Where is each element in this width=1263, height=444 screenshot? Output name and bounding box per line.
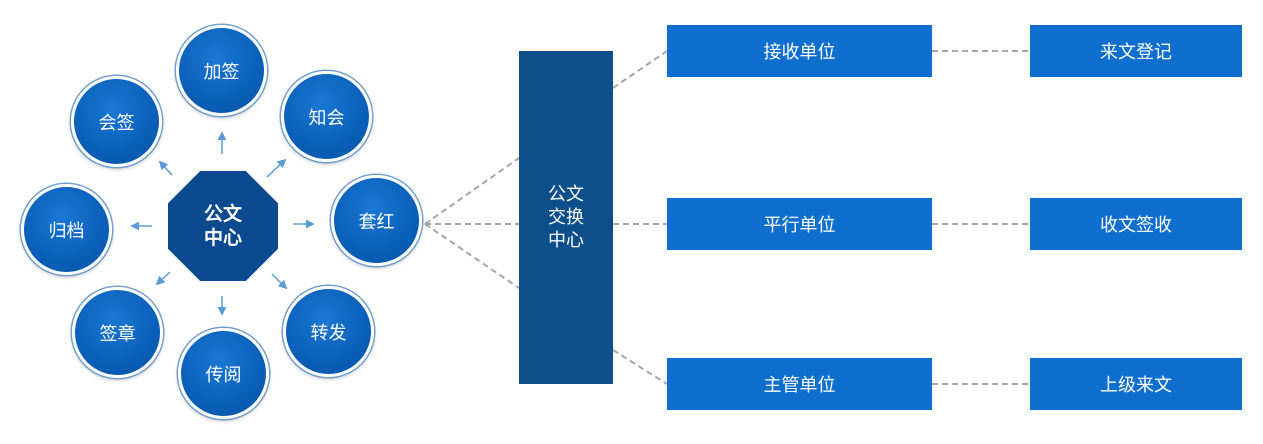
unit-label: 平行单位 bbox=[763, 215, 836, 236]
node-label: 签章 bbox=[99, 323, 136, 345]
node-label: 知会 bbox=[308, 107, 345, 129]
arrow-to-qianzhang bbox=[155, 271, 171, 286]
result-label: 上级来文 bbox=[1100, 375, 1172, 396]
node-chuanyue: 传阅 bbox=[178, 328, 269, 419]
result-label: 收文签收 bbox=[1100, 215, 1172, 236]
result-receive: 来文登记 bbox=[1030, 25, 1242, 77]
node-zhuanfa: 转发 bbox=[283, 286, 374, 377]
node-jiaqian: 加签 bbox=[176, 25, 267, 116]
dash-taohong-upper bbox=[424, 157, 520, 225]
node-label: 会签 bbox=[98, 112, 135, 134]
node-guidang: 归档 bbox=[21, 184, 112, 275]
arrow-to-zhihui bbox=[266, 158, 287, 178]
unit-receive: 接收单位 bbox=[667, 25, 932, 77]
result-parallel: 收文签收 bbox=[1030, 198, 1242, 250]
unit-parallel: 平行单位 bbox=[667, 198, 932, 250]
center-node: 公文中心 bbox=[165, 168, 281, 284]
node-zhihui: 知会 bbox=[281, 71, 372, 162]
center-label: 公文中心 bbox=[203, 203, 242, 249]
exchange-center: 公文交换中心 bbox=[519, 51, 613, 384]
dash-exchange-receive bbox=[612, 50, 668, 89]
dash-taohong-lower bbox=[424, 223, 520, 289]
arrow-to-zhuanfa bbox=[271, 273, 288, 290]
node-label: 传阅 bbox=[205, 364, 242, 386]
node-label: 套红 bbox=[358, 211, 395, 233]
exchange-label: 公文交换中心 bbox=[548, 184, 584, 251]
result-superior: 上级来文 bbox=[1030, 358, 1242, 410]
node-label: 归档 bbox=[48, 220, 85, 242]
unit-superior: 主管单位 bbox=[667, 358, 932, 410]
node-huiqian: 会签 bbox=[71, 76, 162, 167]
unit-label: 主管单位 bbox=[763, 375, 836, 396]
result-label: 来文登记 bbox=[1100, 42, 1172, 63]
node-label: 转发 bbox=[310, 322, 347, 344]
unit-label: 接收单位 bbox=[763, 42, 836, 63]
node-taohong: 套红 bbox=[331, 175, 422, 266]
node-label: 加签 bbox=[203, 61, 240, 83]
arrow-to-huiqian bbox=[158, 160, 173, 176]
dash-exchange-superior bbox=[612, 349, 668, 385]
node-qianzhang: 签章 bbox=[72, 287, 163, 378]
